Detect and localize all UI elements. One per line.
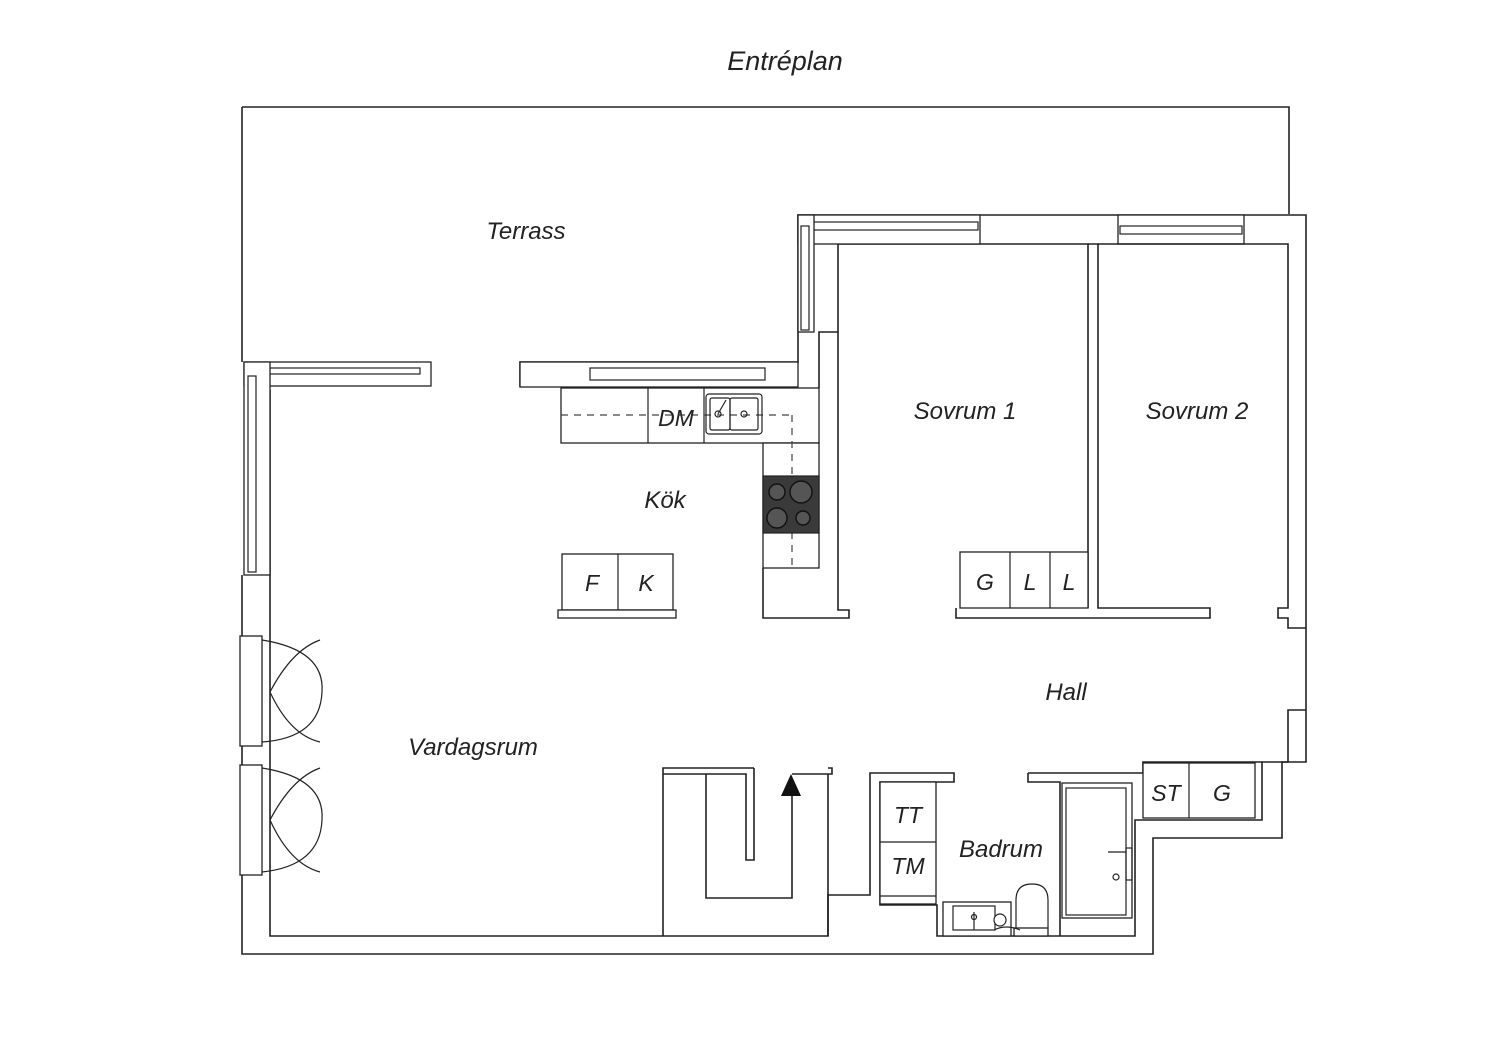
wardrobe-l2-label: L xyxy=(1063,569,1076,595)
door-frame-2 xyxy=(239,764,263,876)
wardrobe-l1-label: L xyxy=(1024,569,1037,595)
stove-icon xyxy=(762,475,820,534)
laundry-column xyxy=(879,781,937,905)
kitchen-window-glass xyxy=(589,367,766,381)
plan-title: Entréplan xyxy=(727,46,843,76)
fridge-base xyxy=(557,609,677,619)
bedroom2-window-glass xyxy=(1119,225,1243,235)
outer-wall xyxy=(241,214,1307,955)
wardrobe-g-label: G xyxy=(976,569,994,595)
storage-st-label: ST xyxy=(1151,780,1182,806)
dryer-label: TT xyxy=(894,802,924,828)
kitchen-bedroom-wall xyxy=(762,243,1089,619)
bedroom2-window xyxy=(1117,214,1245,245)
room-label-vardagsrum: Vardagsrum xyxy=(408,734,538,761)
dishwasher-label: DM xyxy=(658,405,695,431)
storage-block xyxy=(1142,762,1256,819)
room-label-sovrum1: Sovrum 1 xyxy=(914,398,1017,425)
room-label-sovrum2: Sovrum 2 xyxy=(1146,398,1249,425)
bedroom1-window-vertical xyxy=(797,214,815,333)
washbasin-icon xyxy=(942,901,1021,937)
room-label-terrass: Terrass xyxy=(486,218,565,245)
sink-icon xyxy=(705,393,763,435)
freezer-label: F xyxy=(585,570,601,596)
bedroom2-right-wall xyxy=(1098,243,1306,629)
door-frame-1 xyxy=(239,635,263,747)
window-vertical-glass xyxy=(247,375,257,573)
room-label-badrum: Badrum xyxy=(959,836,1043,863)
fridge-label: K xyxy=(638,570,655,596)
shower-icon xyxy=(1061,782,1133,919)
room-label-hall: Hall xyxy=(1045,679,1087,706)
toilet-icon xyxy=(1013,883,1049,937)
storage-g-label: G xyxy=(1213,780,1231,806)
wardrobe-block xyxy=(959,551,1089,609)
bedroom1-window-glass-v xyxy=(800,225,810,331)
kitchen-wall-top xyxy=(519,361,799,388)
door-swing-2 xyxy=(261,767,323,873)
stair-direction-arrow xyxy=(781,774,801,796)
terrace-outline xyxy=(242,106,1290,214)
room-label-kok: Kök xyxy=(644,487,687,514)
washer-label: TM xyxy=(891,853,925,879)
staircase-outline xyxy=(662,767,833,936)
kitchen-right-wall xyxy=(818,331,838,388)
door-swing-1 xyxy=(261,639,323,743)
